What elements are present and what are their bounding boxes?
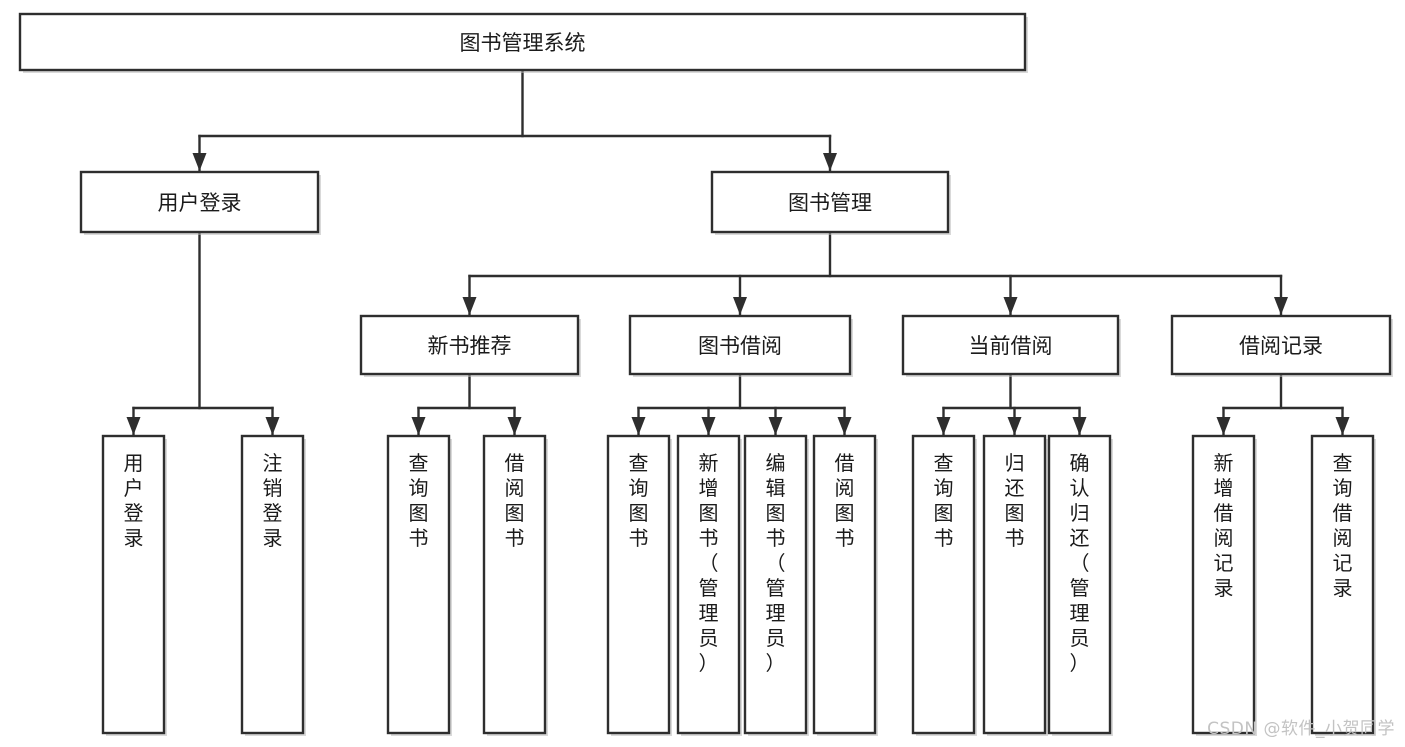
node-rect[interactable] — [911, 434, 976, 735]
node-leaf-query-book-2[interactable]: 查询图书 — [606, 434, 672, 736]
node-label: 图书管理系统 — [460, 31, 586, 55]
node-leaf-return-book[interactable]: 归还图书 — [982, 434, 1048, 736]
node-label: 借阅图书 — [505, 451, 525, 550]
node-label: 归还图书 — [1005, 451, 1025, 550]
node-rect[interactable] — [79, 170, 320, 234]
arrow-head-icon — [1335, 417, 1350, 435]
node-leaf-add-book[interactable]: 新增图书（管理员） — [676, 434, 742, 736]
node-leaf-borrow-book-2[interactable]: 借阅图书 — [812, 434, 878, 736]
arrow-head-icon — [1072, 417, 1087, 435]
node-rect[interactable] — [1191, 434, 1256, 735]
node-rect[interactable] — [901, 314, 1120, 376]
node-rect[interactable] — [359, 314, 580, 376]
arrow-head-icon — [631, 417, 646, 435]
watermark-label: CSDN @软件_小贺同学 — [1207, 719, 1395, 739]
node-rect[interactable] — [101, 434, 166, 735]
node-label: 确认归还（管理员） — [1070, 451, 1090, 675]
arrow-head-icon — [1216, 417, 1231, 435]
node-label: 查询图书 — [934, 451, 954, 550]
arrow-head-icon — [823, 153, 837, 171]
arrow-head-icon — [1003, 297, 1018, 315]
node-leaf-query-book-1[interactable]: 查询图书 — [386, 434, 452, 736]
arrow-head-icon — [411, 417, 426, 435]
arrow-head-icon — [1274, 297, 1288, 315]
node-leaf-borrow-book-1[interactable]: 借阅图书 — [482, 434, 548, 736]
node-label: 图书管理 — [788, 191, 872, 215]
node-leaf-user-login[interactable]: 用户登录 — [101, 434, 167, 736]
node-label: 编辑图书（管理员） — [766, 451, 786, 675]
node-rect[interactable] — [710, 170, 950, 234]
node-root[interactable]: 图书管理系统 — [18, 12, 1028, 73]
node-label: 注销登录 — [263, 451, 283, 550]
arrow-head-icon — [507, 417, 522, 435]
node-rect[interactable] — [386, 434, 451, 735]
node-book-borrow[interactable]: 图书借阅 — [628, 314, 853, 377]
node-leaf-add-record[interactable]: 新增借阅记录 — [1191, 434, 1257, 736]
node-rect[interactable] — [628, 314, 852, 376]
node-rect[interactable] — [1047, 434, 1112, 735]
node-rect[interactable] — [743, 434, 808, 735]
node-rect[interactable] — [676, 434, 741, 735]
node-rect[interactable] — [1170, 314, 1392, 376]
node-rect[interactable] — [812, 434, 877, 735]
node-layer: 图书管理系统用户登录图书管理新书推荐图书借阅当前借阅借阅记录用户登录注销登录查询… — [18, 12, 1393, 736]
node-leaf-query-book-3[interactable]: 查询图书 — [911, 434, 977, 736]
arrow-head-icon — [733, 297, 747, 315]
node-label: 用户登录 — [124, 451, 144, 550]
arrow-head-icon — [837, 417, 852, 435]
arrow-head-icon — [701, 417, 716, 435]
node-label: 查询图书 — [409, 451, 429, 550]
node-label: 新书推荐 — [428, 334, 512, 358]
node-label: 新增图书（管理员） — [699, 451, 719, 675]
node-label: 当前借阅 — [969, 334, 1053, 358]
node-current-borrow[interactable]: 当前借阅 — [901, 314, 1121, 377]
node-new-book-rec[interactable]: 新书推荐 — [359, 314, 581, 377]
arrow-head-icon — [1007, 417, 1022, 435]
node-label: 借阅记录 — [1239, 334, 1323, 358]
node-leaf-query-record[interactable]: 查询借阅记录 — [1310, 434, 1376, 736]
connector-layer — [126, 68, 1350, 437]
node-book-manage[interactable]: 图书管理 — [710, 170, 951, 235]
node-rect[interactable] — [606, 434, 671, 735]
node-label: 查询图书 — [629, 451, 649, 550]
node-rect[interactable] — [982, 434, 1047, 735]
node-rect[interactable] — [482, 434, 547, 735]
arrow-head-icon — [462, 297, 477, 315]
arrow-head-icon — [126, 417, 141, 435]
node-label: 用户登录 — [158, 191, 242, 215]
node-leaf-logout[interactable]: 注销登录 — [240, 434, 306, 736]
arrow-head-icon — [192, 153, 207, 171]
node-rect[interactable] — [240, 434, 305, 735]
arrow-head-icon — [936, 417, 951, 435]
node-user-login[interactable]: 用户登录 — [79, 170, 321, 235]
node-leaf-confirm-return[interactable]: 确认归还（管理员） — [1047, 434, 1113, 736]
arrow-head-icon — [768, 417, 783, 435]
node-leaf-edit-book[interactable]: 编辑图书（管理员） — [743, 434, 809, 736]
node-label: 查询借阅记录 — [1333, 451, 1353, 600]
node-rect[interactable] — [1310, 434, 1375, 735]
node-rect[interactable] — [18, 12, 1027, 72]
node-label: 新增借阅记录 — [1214, 451, 1234, 600]
node-label: 图书借阅 — [698, 334, 782, 358]
arrow-head-icon — [265, 417, 280, 435]
node-label: 借阅图书 — [835, 451, 855, 550]
node-borrow-record[interactable]: 借阅记录 — [1170, 314, 1393, 377]
